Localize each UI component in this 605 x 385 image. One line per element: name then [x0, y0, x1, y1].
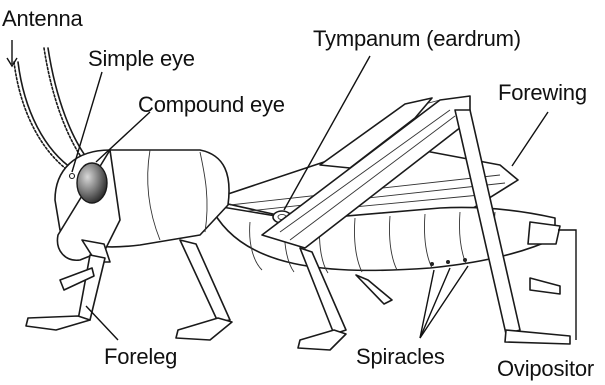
label-foreleg: Foreleg [104, 346, 177, 368]
label-ovipositor: Ovipositor [497, 358, 594, 380]
antennae [14, 48, 90, 172]
label-tympanum: Tympanum (eardrum) [313, 28, 521, 50]
label-forewing: Forewing [498, 82, 587, 104]
abdomen [210, 205, 560, 273]
compound-eye-shape [77, 163, 107, 203]
label-spiracles: Spiracles [356, 346, 445, 368]
head-thorax [55, 150, 229, 262]
label-antenna: Antenna [2, 8, 83, 30]
label-simple-eye: Simple eye [88, 48, 195, 70]
label-compound-eye: Compound eye [138, 94, 285, 116]
